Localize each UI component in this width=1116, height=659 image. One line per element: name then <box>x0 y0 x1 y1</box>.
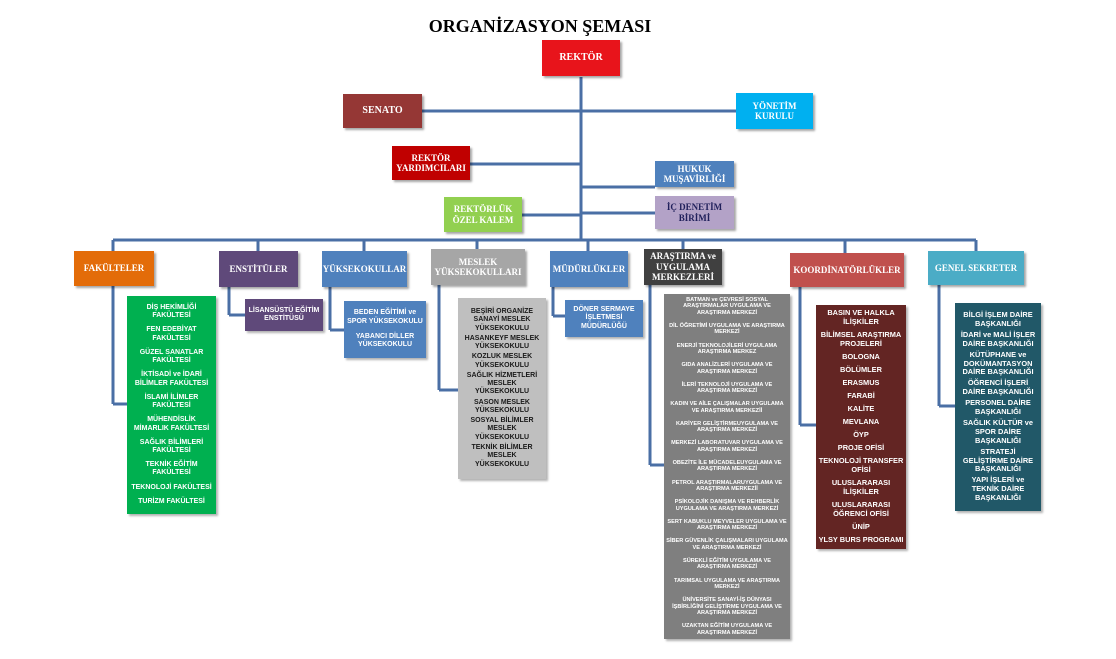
list-item: FEN EDEBİYAT FAKÜLTESİ <box>146 326 197 342</box>
list-item: İDARİ ve MALİ İŞLER DAİRE BAŞKANLIĞI <box>960 329 1036 348</box>
list-item: SİBER GÜVENLİK ÇALIŞMALARI UYGULAMA VE A… <box>666 538 788 551</box>
list-item: İSLAMİ İLİMLER FAKÜLTESİ <box>144 393 199 410</box>
genel-sekreter-list: BİLGİ İŞLEM DAİRE BAŞKANLIĞI İDARİ ve MA… <box>955 303 1041 511</box>
enstituler-list: LİSANSÜSTÜ EĞİTİM ENSTİTÜSÜ <box>245 299 323 331</box>
list-item: TURİZM FAKÜLTESİ <box>138 497 205 505</box>
list-item: YABANCI DİLLER YÜKSEKOKULU <box>355 332 415 349</box>
koordinatorlukler-list: BASIN VE HALKLA İLİŞKİLER BİLİMSEL ARAŞT… <box>816 305 906 549</box>
senato-box: SENATO <box>343 94 422 128</box>
list-item: MERKEZİ LABORATUVAR UYGULAMA VE ARAŞTIRM… <box>671 440 783 453</box>
genel-sekreter-header: GENEL SEKRETER <box>928 251 1024 285</box>
list-item: UZAKTAN EĞİTİM UYGULAMA VE ARAŞTIRMA MER… <box>681 623 773 636</box>
list-item: GIDA ANALİZLERİ UYGULAMA VE ARAŞTIRMA ME… <box>681 362 773 375</box>
list-item: STRATEJİ GELİŞTİRME DAİRE BAŞKANLIĞI <box>962 446 1034 474</box>
list-item: ÖĞRENCİ İŞLERİ DAİRE BAŞKANLIĞI <box>962 378 1034 397</box>
list-item: OBEZİTE İLE MÜCADELEUYGULAMA VE ARAŞTIRM… <box>672 460 782 473</box>
list-item: İLERİ TEKNOLOJİ UYGULAMA VE ARAŞTIRMA ME… <box>681 381 773 395</box>
meslek-yuksekokullari-header: MESLEK YÜKSEKOKULLARI <box>431 249 525 285</box>
list-item: PROJE OFİSİ <box>837 443 885 453</box>
list-item: SÜREKLİ EĞİTİM UYGULAMA VE ARAŞTIRMA MER… <box>682 557 772 571</box>
fakulteler-list: DİŞ HEKİMLİĞİ FAKÜLTESİ FEN EDEBİYAT FAK… <box>127 296 216 514</box>
list-item: ÖYP <box>853 430 869 440</box>
koordinatorlukler-header: KOORDİNATÖRLÜKLER <box>790 253 904 287</box>
rektor-box: REKTÖR <box>542 40 620 76</box>
list-item: GÜZEL SANATLAR FAKÜLTESİ <box>139 348 204 365</box>
list-item: SASON MESLEK YÜKSEKOKULU <box>473 398 530 414</box>
hukuk-musavirligi-box: HUKUK MUŞAVİRLİĞİ <box>655 161 734 187</box>
list-item: ULUSLARARASI İLİŞKİLER <box>831 478 891 497</box>
yuksekokullar-header: YÜKSEKOKULLAR <box>322 251 407 287</box>
list-item: MÜHENDİSLİK MİMARLIK FAKÜLTESİ <box>133 416 210 432</box>
list-item: TEKNİK EĞİTİM FAKÜLTESİ <box>145 461 198 477</box>
fakulteler-header: FAKÜLTELER <box>74 251 154 286</box>
yonetim-kurulu-box: YÖNETİM KURULU <box>736 93 813 129</box>
list-item: BOLOGNA <box>842 351 880 361</box>
list-item: SAĞLIK KÜLTÜR ve SPOR DAİRE BAŞKANLIĞI <box>962 417 1034 445</box>
list-item: PETROL ARAŞTIRMALARUYGULAMA VE ARAŞTIRMA… <box>671 479 783 493</box>
list-item: SAĞLIK BİLİMLERİ FAKÜLTESİ <box>139 438 204 455</box>
mudurlukler-header: MÜDÜRLÜKLER <box>550 251 628 287</box>
list-item: BİLİMSEL ARAŞTIRMA PROJELERİ <box>820 329 902 348</box>
list-item: TARIMSAL UYGULAMA VE ARAŞTIRMA MERKEZİ <box>674 577 780 590</box>
list-item: YAPI İŞLERİ ve TEKNİK DAİRE BAŞKANLIĞI <box>971 475 1025 503</box>
list-item: YLSY BURS PROGRAMI <box>818 535 904 545</box>
enstituler-header: ENSTİTÜLER <box>219 251 298 287</box>
list-item: ENERJİ TEKNOLOJİLERİ UYGULAMA ARAŞTIRMA … <box>676 342 778 355</box>
list-item: BİLGİ İŞLEM DAİRE BAŞKANLIĞI <box>963 310 1033 328</box>
list-item: BEDEN EĞİTİMİ ve SPOR YÜKSEKOKULU <box>347 309 423 325</box>
list-item: ÜNİP <box>852 521 870 531</box>
rektor-yardimcilari-box: REKTÖR YARDIMCILARI <box>392 146 470 180</box>
list-item: SOSYAL BİLİMLER MESLEK YÜKSEKOKULU <box>470 416 534 441</box>
list-item: SAĞLIK HİZMETLERİ MESLEK YÜKSEKOKULU <box>466 371 538 396</box>
list-item: KADIN VE AİLE ÇALIŞMALAR UYGULAMA VE ARA… <box>670 401 784 414</box>
list-item: ERASMUS <box>842 377 880 387</box>
list-item: MEVLANA <box>842 417 880 427</box>
list-item: SERT KABUKLU MEYVELER UYGULAMA VE ARAŞTI… <box>667 518 787 532</box>
list-item: PSİKOLOJİK DANIŞMA VE REHBERLİK UYGULAMA… <box>674 499 780 512</box>
list-item: HASANKEYF MESLEK YÜKSEKOKULU <box>464 334 540 351</box>
ic-denetim-box: İÇ DENETİM BİRİMİ <box>655 196 734 229</box>
list-item: ULUSLARARASI ÖĞRENCİ OFİSİ <box>831 500 891 518</box>
ozel-kalem-box: REKTÖRLÜK ÖZEL KALEM <box>444 197 522 232</box>
list-item: TEKNİK BİLİMLER MESLEK YÜKSEKOKULU <box>471 443 533 468</box>
list-item: PERSONEL DAİRE BAŞKANLIĞI <box>965 398 1031 416</box>
list-item: KARİYER GELİŞTİRMEUYGULAMA VE ARAŞTIRMA … <box>675 420 779 434</box>
list-item: DÖNER SERMAYE İŞLETMESİ MÜDÜRLÜĞÜ <box>573 305 635 330</box>
yuksekokullar-list: BEDEN EĞİTİMİ ve SPOR YÜKSEKOKULU YABANC… <box>344 301 426 358</box>
list-item: BASIN VE HALKLA İLİŞKİLER <box>827 308 895 326</box>
list-item: BÖLÜMLER <box>840 364 882 374</box>
list-item: LİSANSÜSTÜ EĞİTİM ENSTİTÜSÜ <box>248 306 320 322</box>
arastirma-merkezleri-list: BATMAN ve ÇEVRESİ SOSYAL ARAŞTIRMALAR UY… <box>664 294 790 639</box>
list-item: DİL ÖĞRETİMİ UYGULAMA VE ARAŞTIRMA MERKE… <box>669 323 785 336</box>
meslek-yuksekokullari-list: BEŞİRİ ORGANİZE SANAYİ MESLEK YÜKSEKOKUL… <box>458 298 546 479</box>
list-item: KOZLUK MESLEK YÜKSEKOKULU <box>471 353 533 369</box>
list-item: İKTİSADİ ve İDARİ BİLİMLER FAKÜLTESİ <box>134 371 209 387</box>
list-item: BEŞİRİ ORGANİZE SANAYİ MESLEK YÜKSEKOKUL… <box>470 308 534 332</box>
mudurlukler-list: DÖNER SERMAYE İŞLETMESİ MÜDÜRLÜĞÜ <box>565 300 643 337</box>
list-item: KÜTÜPHANE ve DOKÜMANTASYON DAİRE BAŞKANL… <box>962 349 1034 377</box>
list-item: ÜNİVERSİTE SANAYİ-İŞ DÜNYASI İŞBİRLİĞİNİ… <box>672 597 782 616</box>
list-item: DİŞ HEKİMLİĞİ FAKÜLTESİ <box>146 304 197 320</box>
list-item: TEKNOLOJİ TRANSFER OFİSİ <box>818 456 904 475</box>
arastirma-merkezleri-header: ARAŞTIRMA ve UYGULAMA MERKEZLERİ <box>644 249 722 285</box>
page-title: ORGANİZASYON ŞEMASI <box>428 16 652 36</box>
list-item: BATMAN ve ÇEVRESİ SOSYAL ARAŞTIRMALAR UY… <box>683 297 771 316</box>
list-item: FARABİ <box>847 390 875 400</box>
list-item: TEKNOLOJİ FAKÜLTESİ <box>131 483 212 491</box>
list-item: KALİTE <box>847 404 875 414</box>
